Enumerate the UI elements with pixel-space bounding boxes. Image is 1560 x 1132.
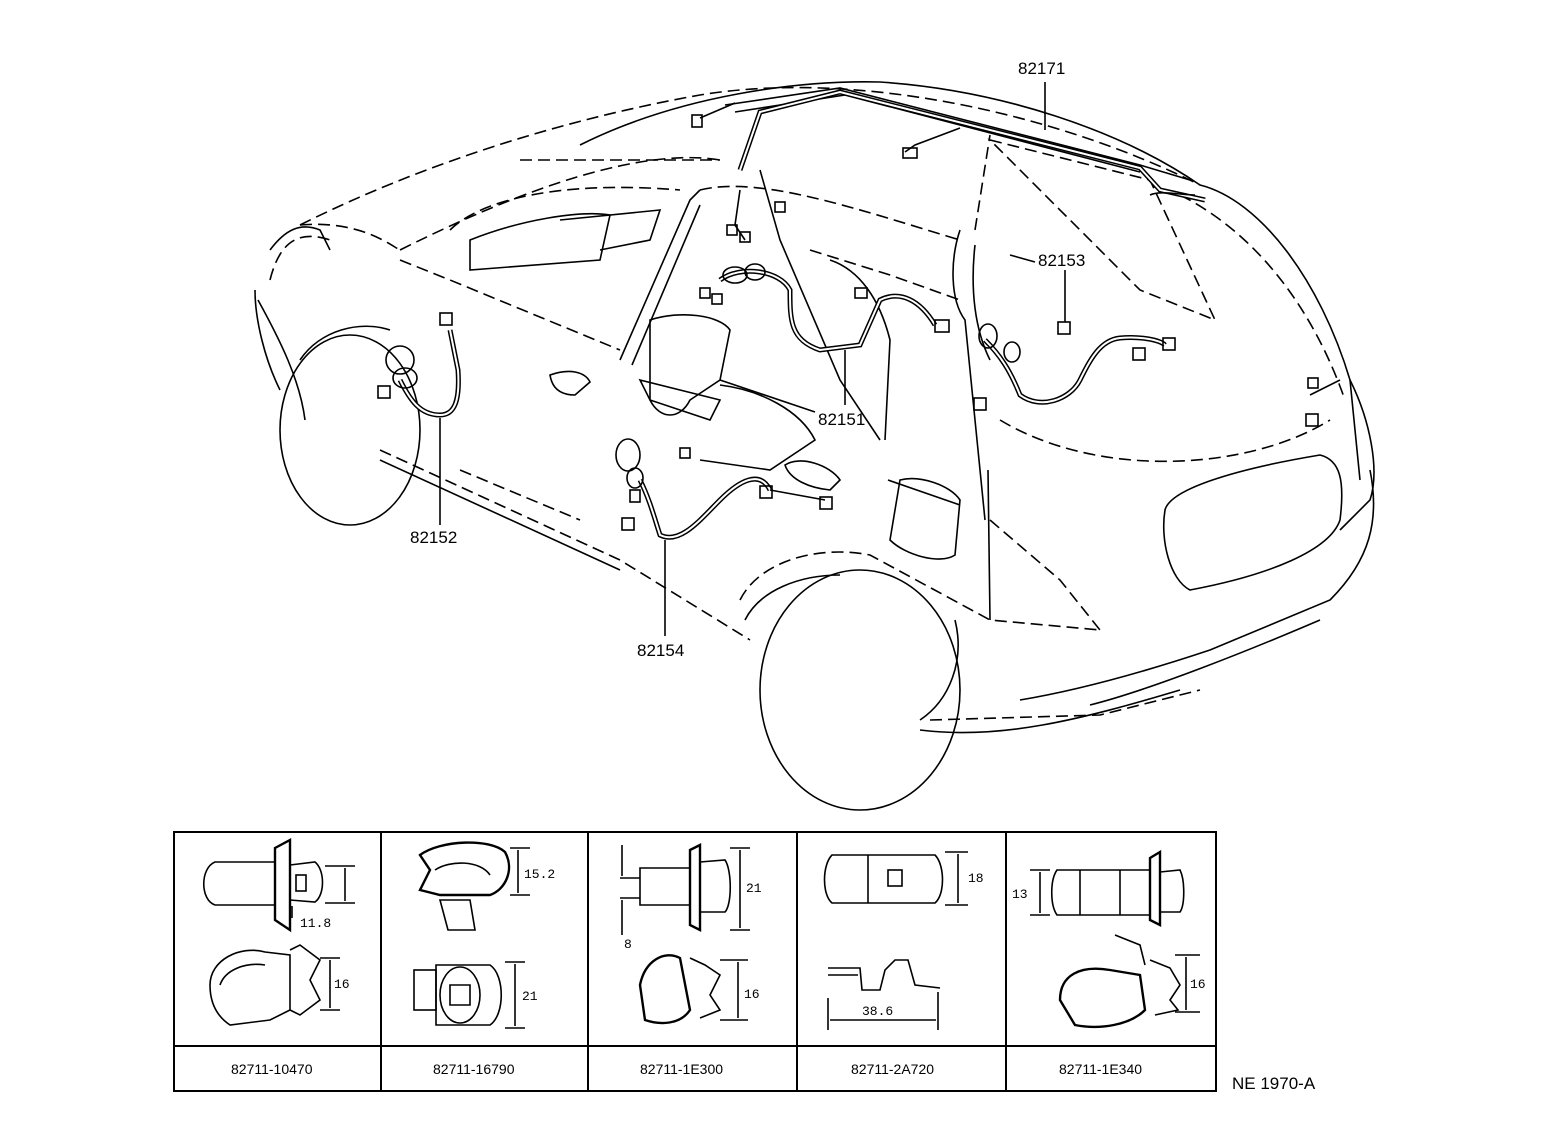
dim-label: 21	[522, 989, 538, 1004]
car-body	[254, 81, 1375, 811]
dim-label: 16	[1190, 977, 1206, 992]
clip-82711-2A720-drawing	[823, 851, 968, 1030]
part-number: 82711-16790	[433, 1061, 515, 1077]
wire-harnesses	[377, 89, 1341, 540]
part-number: 82711-2A720	[851, 1061, 934, 1077]
clip-table	[173, 831, 1217, 1092]
callout-leaders	[439, 82, 1066, 636]
part-number: 82711-10470	[231, 1061, 313, 1077]
part-number: 82711-1E340	[1059, 1061, 1142, 1077]
dim-label: 38.6	[862, 1004, 893, 1019]
callout-82154: 82154	[637, 641, 684, 660]
callout-82171: 82171	[1018, 59, 1065, 78]
clip-82711-16790-drawing	[413, 841, 530, 1029]
dim-label: 16	[334, 977, 350, 992]
callout-82153: 82153	[1038, 251, 1085, 270]
diagram-code: NE 1970-A	[1232, 1074, 1316, 1093]
dim-label: 13	[1012, 887, 1028, 902]
dim-label: 15.2	[524, 867, 555, 882]
part-number: 82711-1E300	[640, 1061, 723, 1077]
rear-wheel	[759, 569, 961, 811]
clip-82711-10470-drawing	[202, 838, 355, 1026]
clip-82711-1E300-drawing	[620, 843, 750, 1025]
clip-82711-1E340-drawing	[1030, 849, 1200, 1029]
dim-label: 18	[968, 871, 984, 886]
callout-82152: 82152	[410, 528, 457, 547]
dim-label: 11.8	[300, 916, 331, 931]
connector	[691, 114, 703, 128]
front-wheel	[279, 334, 421, 526]
dim-label: 8	[624, 937, 632, 952]
dim-label: 16	[744, 987, 760, 1002]
callout-82151: 82151	[818, 410, 865, 429]
dim-label: 21	[746, 881, 762, 896]
